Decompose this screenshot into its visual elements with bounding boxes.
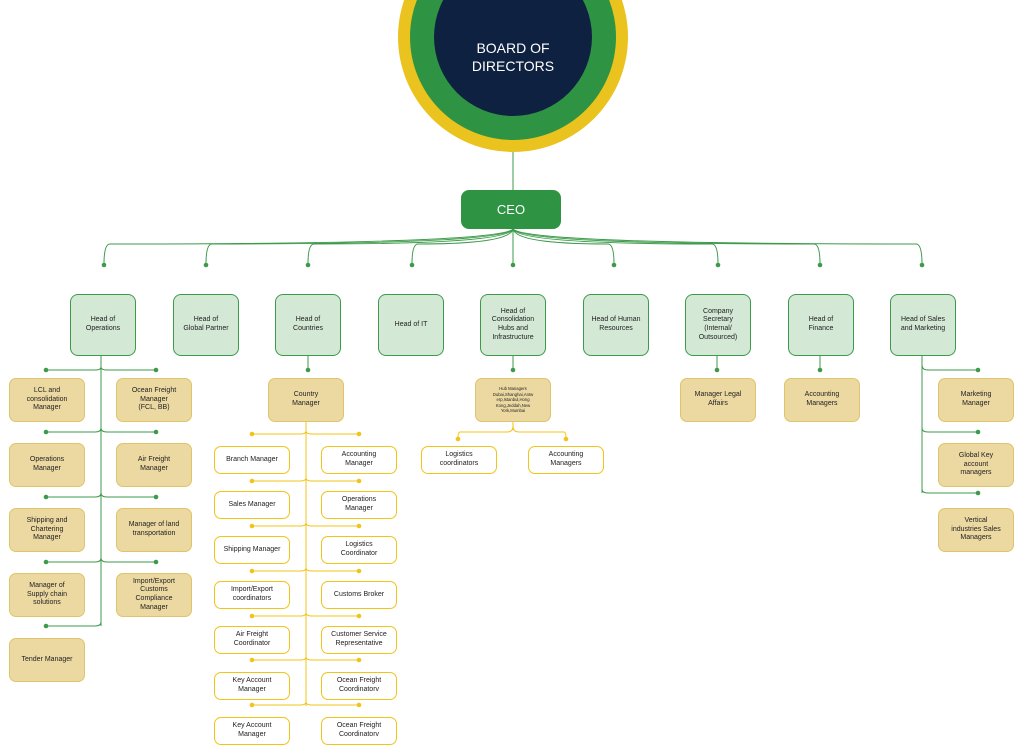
company-secretary: Company Secretary (Internal/ Outsourced) (685, 294, 751, 356)
head-of-finance: Head of Finance (788, 294, 854, 356)
head-of-human-resources: Head of Human Resources (583, 294, 649, 356)
country-operations-manager: Operations Manager (321, 491, 397, 519)
hub-logistics-coordinators: Logistics coordinators (421, 446, 497, 474)
sales-marketing-manager: Marketing Manager (938, 378, 1014, 422)
country-key-account-manager-2: Key Account Manager (214, 717, 290, 745)
head-of-consolidation-hubs: Head of Consolidation Hubs and Infrastru… (480, 294, 546, 356)
head-of-operations: Head of Operations (70, 294, 136, 356)
ceo-node: CEO (461, 190, 561, 229)
country-import-export-coordinators: Import/Export coordinators (214, 581, 290, 609)
country-accounting-manager: Accounting Manager (321, 446, 397, 474)
hub-managers: Hub Managers Dubai,Shanghai,Antw erp,Ist… (475, 378, 551, 422)
country-customs-broker: Customs Broker (321, 581, 397, 609)
country-ocean-freight-coordinator: Ocean Freight Coordinatorv (321, 672, 397, 700)
ops-supply-chain-manager: Manager of Supply chain solutions (9, 573, 85, 617)
manager-legal-affairs: Manager Legal Affairs (680, 378, 756, 422)
ops-shipping-chartering-manager: Shipping and Chartering Manager (9, 508, 85, 552)
hub-accounting-managers: Accounting Managers (528, 446, 604, 474)
sales-global-key-account-managers: Global Key account managers (938, 443, 1014, 487)
ops-ocean-freight-manager: Ocean Freight Manager (FCL, BB) (116, 378, 192, 422)
country-logistics-coordinator: Logistics Coordinator (321, 536, 397, 564)
country-ocean-freight-coordinator-2: Ocean Freight Coordinatorv (321, 717, 397, 745)
head-of-it: Head of IT (378, 294, 444, 356)
head-of-countries: Head of Countries (275, 294, 341, 356)
country-key-account-manager: Key Account Manager (214, 672, 290, 700)
country-branch-manager: Branch Manager (214, 446, 290, 474)
ops-customs-compliance-manager: Import/Export Customs Compliance Manager (116, 573, 192, 617)
finance-accounting-managers: Accounting Managers (784, 378, 860, 422)
ops-air-freight-manager: Air Freight Manager (116, 443, 192, 487)
country-sales-manager: Sales Manager (214, 491, 290, 519)
board-of-directors-label: BOARD OF DIRECTORS (471, 40, 555, 74)
ops-land-transportation-manager: Manager of land transportation (116, 508, 192, 552)
head-of-global-partner: Head of Global Partner (173, 294, 239, 356)
country-manager: Country Manager (268, 378, 344, 422)
country-air-freight-coordinator: Air Freight Coordinator (214, 626, 290, 654)
ops-lcl-consolidation-manager: LCL and consolidation Manager (9, 378, 85, 422)
ops-tender-manager: Tender Manager (9, 638, 85, 682)
country-shipping-manager: Shipping Manager (214, 536, 290, 564)
head-of-sales-and-marketing: Head of Sales and Marketing (890, 294, 956, 356)
ops-operations-manager: Operations Manager (9, 443, 85, 487)
sales-vertical-industries-managers: Vertical industries Sales Managers (938, 508, 1014, 552)
country-customer-service-rep: Customer Service Representative (321, 626, 397, 654)
